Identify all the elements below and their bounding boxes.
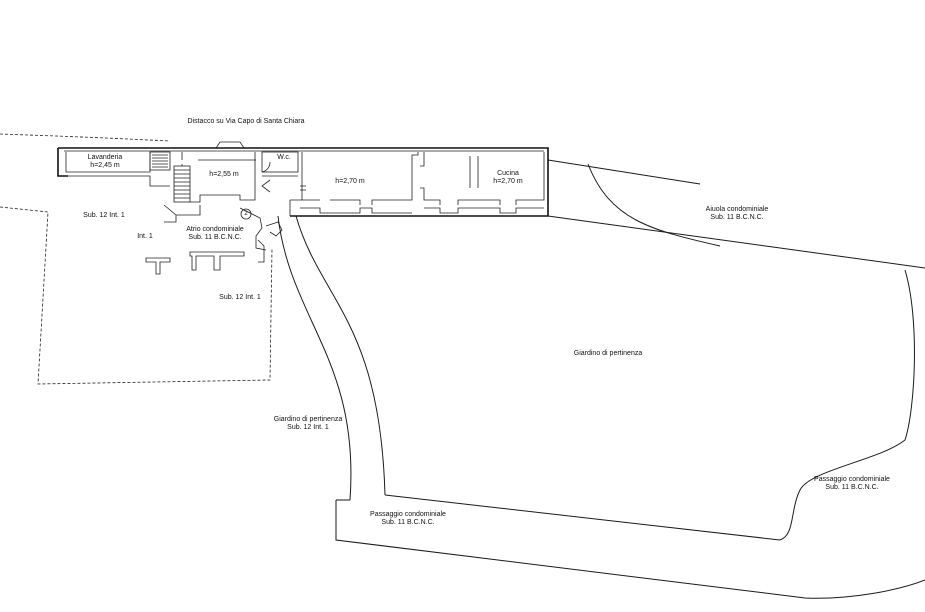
dashed-boundary-top: [0, 133, 171, 142]
garden-boundary-bottom: [384, 494, 781, 541]
stair-marker-label: 2: [244, 211, 248, 217]
main-room-height-label: h=2,70 m: [335, 178, 365, 185]
sub12-mid-label: Sub. 12 Int. 1: [219, 294, 261, 301]
dashed-boundary-left-garden: [0, 206, 273, 385]
wc-label: W.c.: [277, 154, 291, 161]
garden-boundary-upper-right: [547, 215, 925, 269]
sub12-left-label: Sub. 12 Int. 1: [83, 212, 125, 219]
garden-boundary-right-curve: [779, 269, 915, 541]
building-walls: [57, 141, 549, 217]
garden-curve-top: [587, 163, 721, 247]
garden-boundary-top: [547, 159, 701, 185]
atrio-structures: [145, 204, 283, 275]
int1-label: Int. 1: [137, 233, 153, 240]
passage-boundary-bottom: [335, 500, 925, 599]
atrio-height-label: h=2,55 m: [209, 171, 239, 178]
curved-passage: [277, 215, 352, 501]
street-label: Distacco su Via Capo di Santa Chiara: [187, 118, 305, 125]
giardino-main-label: Giardino di pertinenza: [573, 350, 643, 357]
